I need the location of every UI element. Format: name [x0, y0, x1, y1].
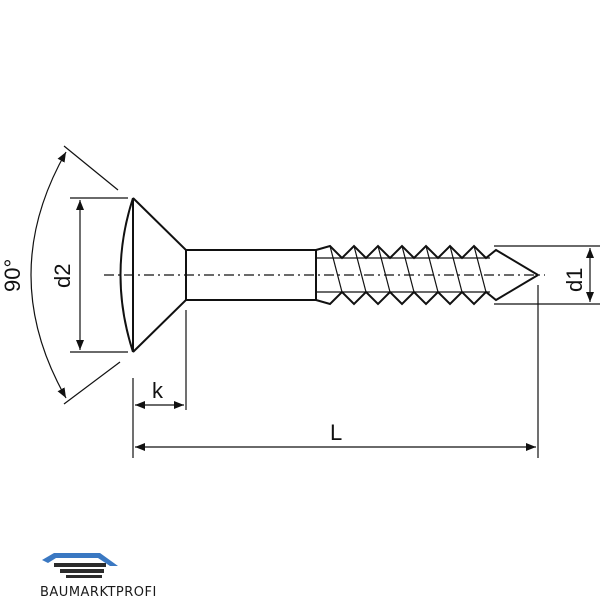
logo-text: BAUMARKTPROFI [40, 585, 157, 600]
d1-label: d1 [562, 268, 587, 292]
logo-bar-2 [60, 569, 104, 573]
baumarktprofi-logo: BAUMARKTPROFI [40, 553, 157, 600]
l-label: L [330, 420, 342, 445]
d2-dimension [70, 197, 128, 353]
screw-head [119, 197, 187, 353]
logo-bar-1 [54, 563, 106, 567]
screw-thread [315, 244, 539, 306]
l-dimension [135, 285, 539, 458]
angle-dimension [30, 145, 121, 405]
angle-label: 90° [0, 259, 25, 292]
k-dimension [132, 310, 187, 458]
logo-bar-3 [66, 575, 102, 578]
d2-label: d2 [50, 264, 75, 288]
screw-shank [186, 249, 316, 301]
k-label: k [152, 378, 164, 403]
logo-roof-icon [42, 553, 118, 566]
d1-dimension [494, 245, 600, 305]
